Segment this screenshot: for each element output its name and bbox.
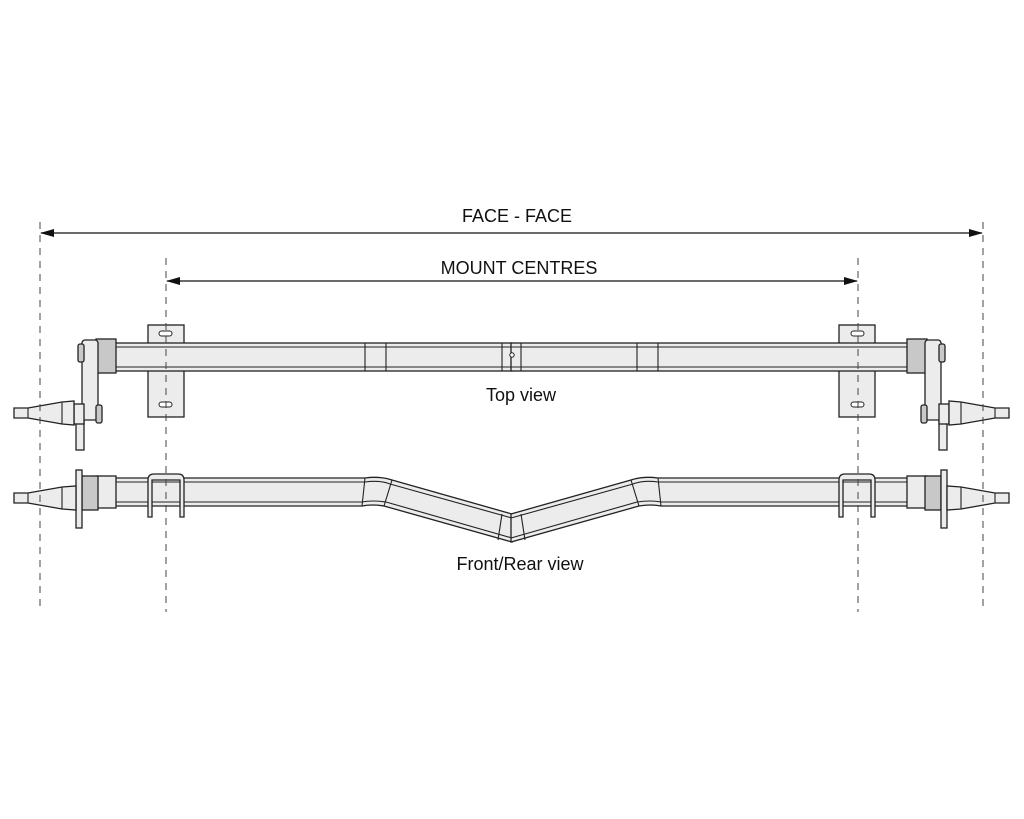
axle-right-half	[510, 324, 1010, 543]
centre-hole	[509, 352, 515, 358]
axle-left-half	[13, 324, 513, 543]
face-face-label: FACE - FACE	[462, 206, 572, 226]
top-view-label: Top view	[486, 385, 557, 405]
front-rear-view-label: Front/Rear view	[456, 554, 584, 574]
mount-centres-label: MOUNT CENTRES	[441, 258, 598, 278]
